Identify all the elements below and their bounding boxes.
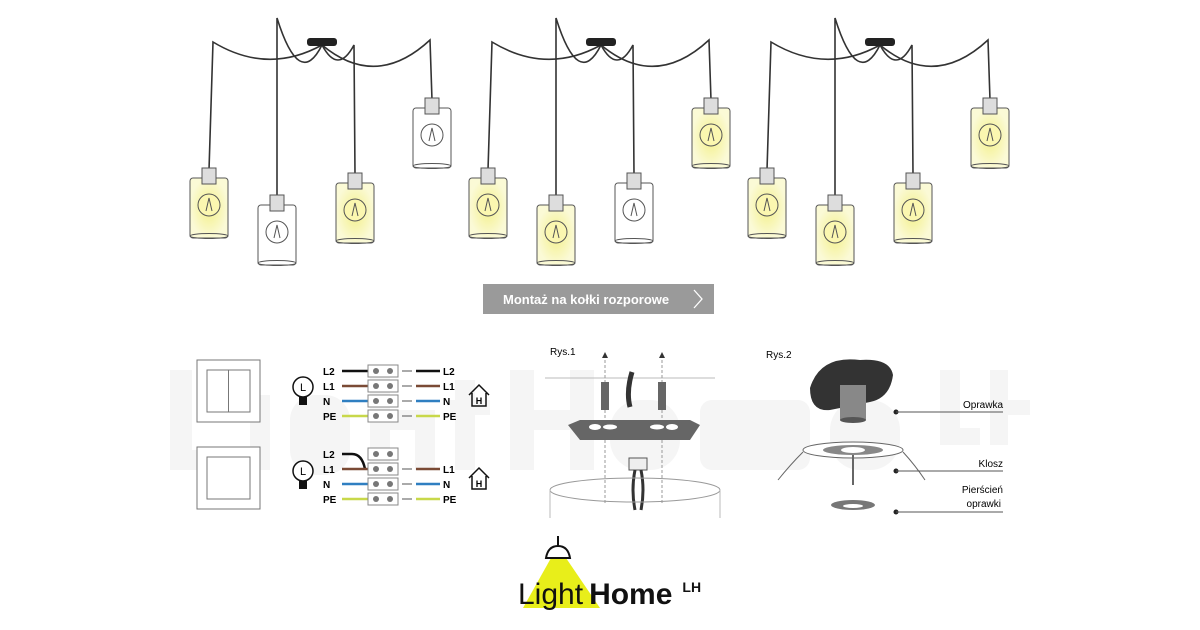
bulb-symbol: L [300,466,306,478]
terminal-block [367,447,399,461]
wire-label: L2 [443,367,455,378]
cable [600,44,635,176]
terminal-block [367,492,399,506]
single-switch-icon [196,446,261,510]
house-icon: H [468,466,490,490]
terminal-block [367,394,399,408]
lit-pendant-lamp [335,172,375,244]
lit-pendant-lamp [747,167,787,239]
lamp-group [189,17,452,266]
logo-lh-mark: LH [682,579,702,595]
wire-label: L2 [323,450,335,461]
terminal-block [367,379,399,393]
lamp-group [747,17,1010,266]
bulb-symbol: L [300,382,306,394]
wire-label: N [323,480,330,491]
logo-home-text: Home [589,578,673,611]
double-switch-icon [196,359,261,423]
house-icon: H [468,383,490,407]
unlit-pendant-lamp [412,97,452,169]
wire-label: L1 [323,465,335,476]
cable [834,17,881,197]
figure-1-mounting: Rys.1 [545,347,721,518]
terminal-block [367,409,399,423]
part-label-oprawki: oprawki [967,499,1001,510]
mount-button[interactable]: Montaż na kołki rozporowe [483,284,714,314]
wire-label: N [443,397,450,408]
wire-label: PE [443,495,457,506]
wire-label: L1 [443,465,455,476]
figure-1-label: Rys.1 [550,347,576,358]
ceiling-canopy [307,38,337,46]
bulb-icon: L [292,376,314,405]
pendant-lamp-logo-icon [523,536,600,608]
lit-pendant-lamp [536,194,576,266]
cable [321,38,433,101]
lit-pendant-lamp [815,194,855,266]
lit-pendant-lamp [691,97,731,169]
cable [879,44,914,176]
terminal-block [367,477,399,491]
part-label-oprawka: Oprawka [963,400,1003,411]
unlit-pendant-lamp [257,194,297,266]
bulb-icon: L [292,460,314,489]
cable [276,17,323,197]
lit-pendant-lamp [970,97,1010,169]
cable [487,40,602,171]
lamp-group [468,17,731,266]
cable [766,40,881,171]
ceiling-canopy [586,38,616,46]
lighthome-logo: Light Home LH [518,536,728,616]
terminal-block [367,462,399,476]
wire-label: N [323,397,330,408]
ceiling-canopy [865,38,895,46]
wire-label: N [443,480,450,491]
pendant-lamps-illustration [189,17,1010,266]
lit-pendant-lamp [893,172,933,244]
house-symbol: H [476,396,483,406]
house-symbol: H [476,479,483,489]
cable [321,44,356,176]
wire-label: PE [443,412,457,423]
terminal-block [367,364,399,378]
figure-2-label: Rys.2 [766,350,792,361]
part-label-klosz: Klosz [979,459,1003,470]
wire-label: L1 [323,382,335,393]
part-label-pierscien: Pierścień [962,485,1003,496]
wire-label: L1 [443,382,455,393]
figure-2-parts: Rys.2 Oprawka Klosz Pierścień oprawki [766,350,1003,515]
wire-label: PE [323,495,337,506]
wire-label: L2 [323,367,335,378]
chevron-right-icon [693,289,703,309]
cable [879,38,991,101]
logo-wordmark: Light Home LH [518,578,701,612]
cable [600,38,712,101]
cable [208,40,323,171]
wire-label: PE [323,412,337,423]
mount-button-label: Montaż na kołki rozporowe [503,291,670,307]
unlit-pendant-lamp [614,172,654,244]
cable [555,17,602,197]
lit-pendant-lamp [468,167,508,239]
lit-pendant-lamp [189,167,229,239]
logo-light-text: Light [518,578,584,611]
